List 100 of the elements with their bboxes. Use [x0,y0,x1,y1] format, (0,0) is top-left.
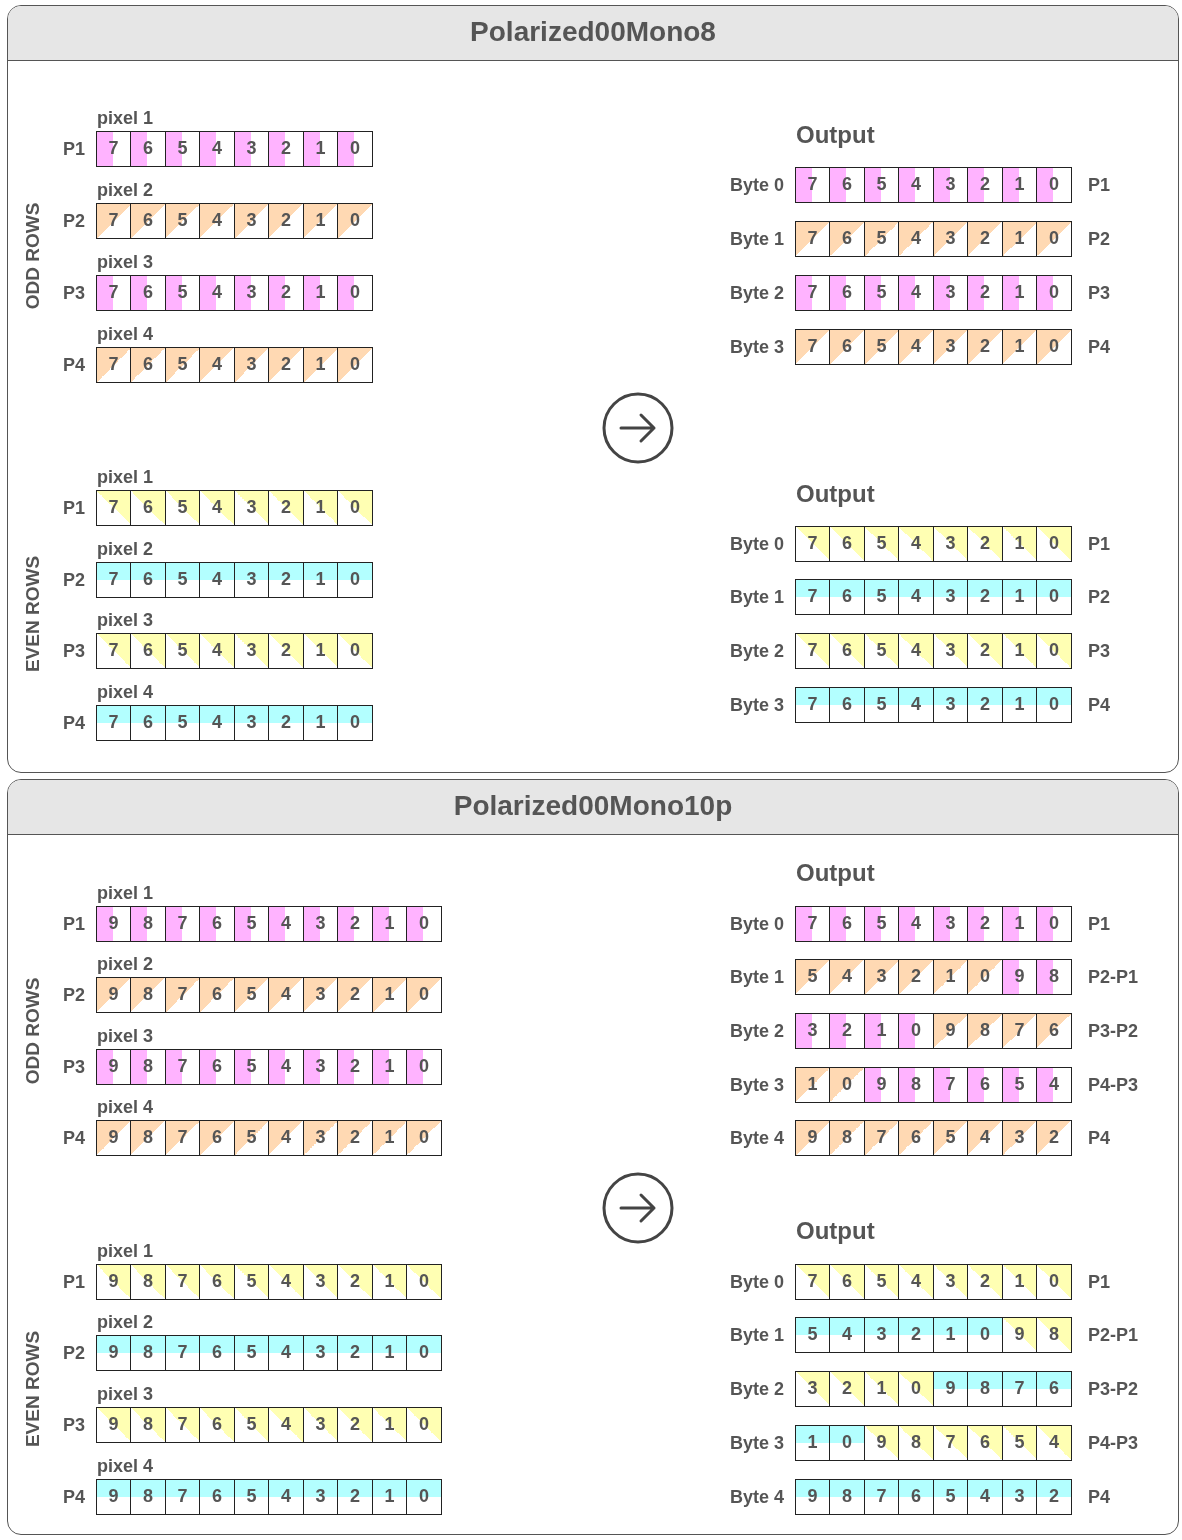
bit-cell: 4 [898,526,934,562]
row-label: Byte 4 [729,1487,784,1508]
source-label: P2-P1 [1088,967,1139,988]
bit-cell: 2 [829,1371,865,1407]
bit-cell: 0 [967,959,1003,995]
bit-cell: 2 [268,633,304,669]
bit-cell: 8 [1036,1317,1072,1353]
bit-cell: 9 [95,1479,132,1515]
row-label: P1 [62,498,85,519]
row-label: Byte 3 [729,337,784,358]
bit-cell: 6 [829,906,865,942]
bit-cell: 3 [302,1479,339,1515]
bit-cell: 2 [967,167,1003,203]
source-label: P4 [1088,337,1111,358]
bit-cell: 6 [829,579,865,615]
bit-cell: 1 [371,977,408,1013]
bit-cell: 3 [233,203,270,239]
bit-cell: 5 [863,687,900,723]
bit-cell: 7 [164,1407,201,1443]
bit-cell: 9 [95,1407,132,1443]
bit-cell: 2 [967,1264,1003,1300]
bit-cell: 1 [1001,906,1038,942]
row-label: Byte 4 [729,1128,784,1149]
bit-cell: 1 [1001,633,1038,669]
register-label: pixel 4 [97,1097,154,1118]
bit-cell: 7 [794,221,831,257]
row-label: Byte 2 [729,641,784,662]
bit-cell: 2 [1036,1479,1072,1515]
bit-cell: 2 [268,562,304,598]
bit-cell: 7 [95,705,132,741]
source-label: P3-P2 [1088,1379,1139,1400]
bit-cell: 3 [302,977,339,1013]
bit-cell: 6 [829,526,865,562]
bit-cell: 3 [233,131,270,167]
group-label: EVEN ROWS [22,1330,44,1448]
bit-cell: 1 [302,275,339,311]
bit-cell: 6 [829,221,865,257]
bit-cell: 2 [967,633,1003,669]
row-label: P4 [62,1487,85,1508]
row-label: Byte 3 [729,1075,784,1096]
bit-cell: 1 [371,1479,408,1515]
bit-cell: 2 [967,221,1003,257]
bit-cell: 6 [199,1407,235,1443]
bit-cell: 2 [337,1049,373,1085]
bit-cell: 6 [199,977,235,1013]
bit-cell: 5 [164,705,201,741]
bit-cell: 7 [932,1425,969,1461]
bit-cell: 4 [898,906,934,942]
bit-cell: 9 [932,1371,969,1407]
bit-cell: 4 [199,705,235,741]
bit-cell: 3 [233,490,270,526]
bit-cell: 7 [95,347,132,383]
bit-cell: 7 [1001,1013,1038,1049]
bit-cell: 3 [302,1120,339,1156]
bit-cell: 3 [932,687,969,723]
row-label: Byte 2 [729,283,784,304]
bit-cell: 0 [406,1479,442,1515]
bit-cell: 4 [268,1264,304,1300]
bit-cell: 9 [863,1067,900,1103]
bit-cell: 1 [794,1067,831,1103]
row-label: Byte 0 [729,534,784,555]
register-label: pixel 1 [97,1241,154,1262]
bit-cell: 4 [268,977,304,1013]
bit-cell: 0 [337,275,373,311]
row-label: Byte 2 [729,1021,784,1042]
bit-cell: 3 [233,705,270,741]
bit-cell: 6 [199,1479,235,1515]
bit-cell: 0 [1036,221,1072,257]
row-label: Byte 2 [729,1379,784,1400]
bit-cell: 4 [967,1120,1003,1156]
bit-cell: 6 [898,1479,934,1515]
bit-cell: 0 [406,1049,442,1085]
bit-cell: 2 [967,906,1003,942]
bit-cell: 2 [268,705,304,741]
row-label: P3 [62,641,85,662]
bit-cell: 7 [164,1264,201,1300]
bit-cell: 0 [406,1407,442,1443]
bit-cell: 6 [130,131,166,167]
bit-cell: 9 [1001,959,1038,995]
source-label: P1 [1088,914,1111,935]
register-label: pixel 1 [97,467,154,488]
bit-cell: 6 [829,633,865,669]
bit-cell: 5 [932,1479,969,1515]
bit-cell: 3 [1001,1120,1038,1156]
bit-cell: 2 [337,1407,373,1443]
bit-cell: 4 [829,959,865,995]
bit-cell: 7 [1001,1371,1038,1407]
row-label: Byte 1 [729,229,784,250]
row-label: P2 [62,985,85,1006]
bit-cell: 6 [130,203,166,239]
source-label: P1 [1088,1272,1111,1293]
bit-cell: 8 [130,1479,166,1515]
bit-cell: 6 [130,562,166,598]
bit-cell: 0 [1036,579,1072,615]
bit-cell: 6 [130,275,166,311]
bit-cell: 5 [1001,1425,1038,1461]
bit-cell: 6 [967,1425,1003,1461]
panel-title: Polarized00Mono10p [453,790,733,822]
bit-cell: 5 [932,1120,969,1156]
source-label: P1 [1088,534,1111,555]
